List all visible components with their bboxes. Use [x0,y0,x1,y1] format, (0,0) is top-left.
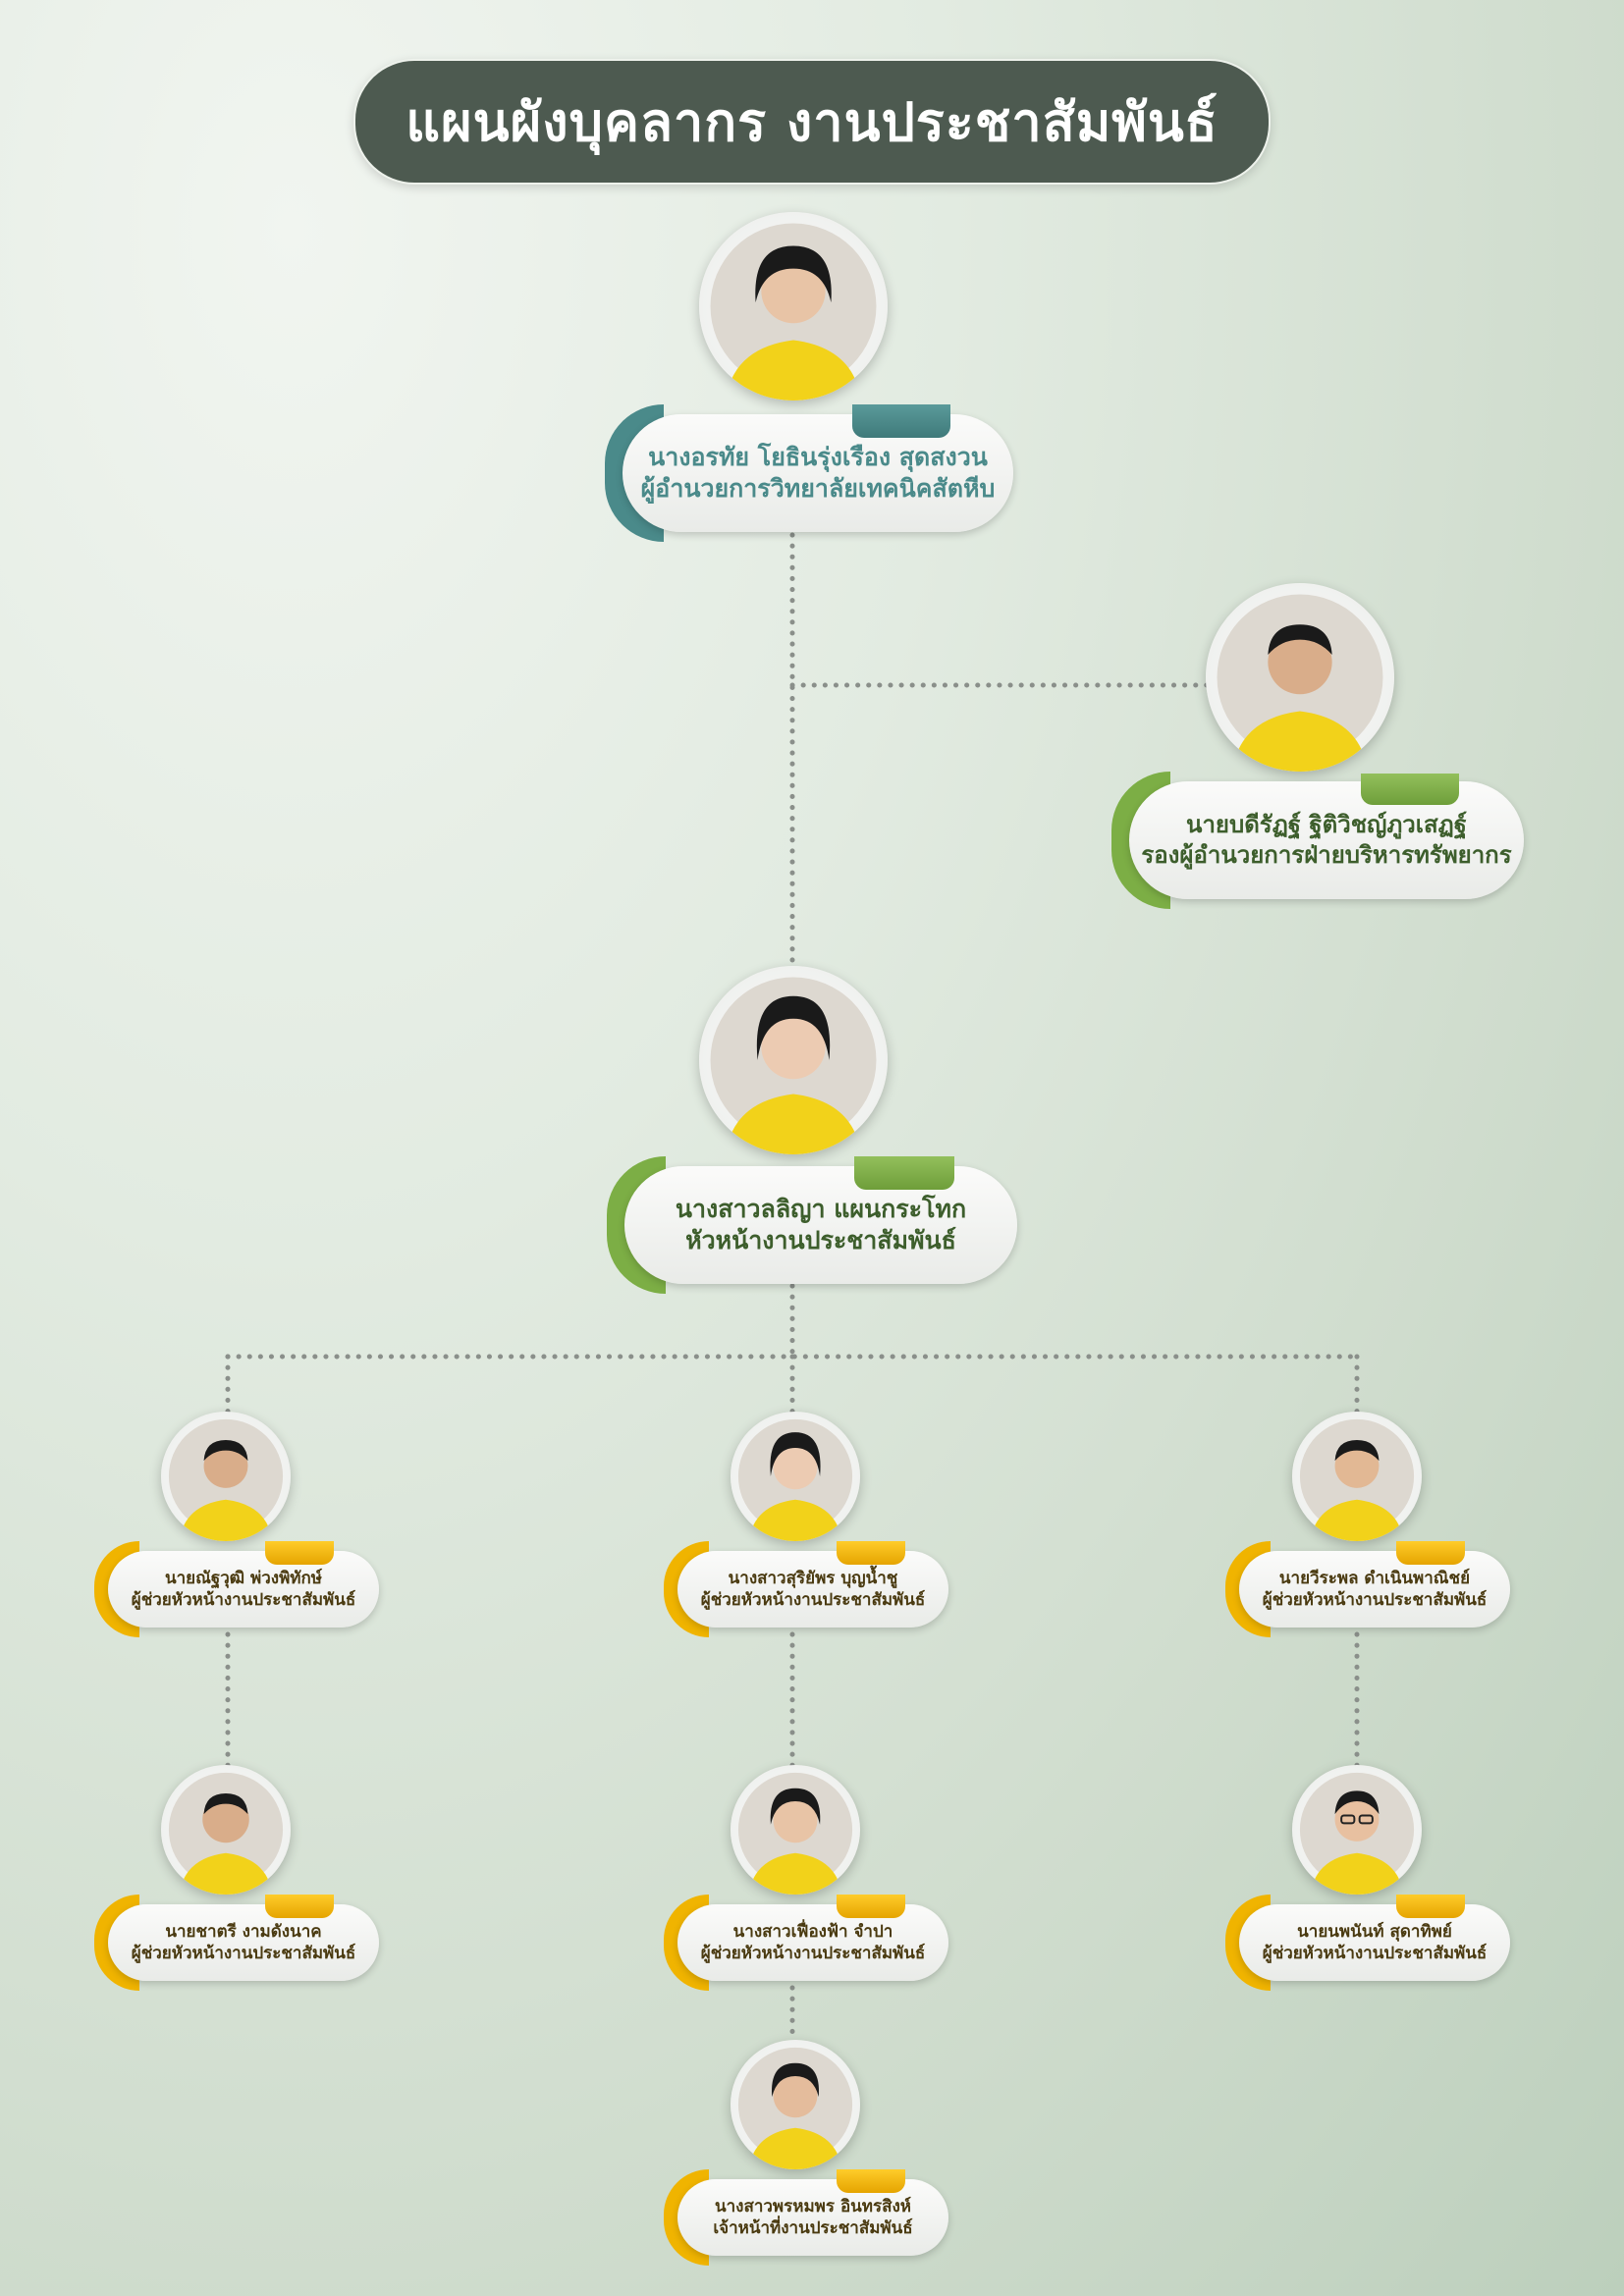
deputy-photo [1206,583,1394,772]
asst-mid-2-card: นางสาวเฟื่องฟ้า จำปา ผู้ช่วยหัวหน้างานปร… [664,1895,948,1991]
asst-right-1-pill: นายวีระพล ดำเนินพาณิชย์ ผู้ช่วยหัวหน้างา… [1239,1551,1510,1628]
asst-right-2-pill: นายนพนันท์ สุดาทิพย์ ผู้ช่วยหัวหน้างานปร… [1239,1904,1510,1981]
asst-right-1-tab [1396,1541,1465,1565]
asst-mid-2-tab [837,1895,905,1918]
asst-right-2-photo [1292,1765,1422,1895]
director-card-pill: นางอรทัย โยธินรุ่งเรือง สุดสงวน ผู้อำนวย… [623,414,1013,532]
officer-photo [731,2040,860,2169]
asst-left-2-tab [265,1895,334,1918]
asst-mid-1-tab [837,1541,905,1565]
director-photo [699,212,888,400]
asst-mid-1-name: นางสาวสุริยัพร บุญน้ำชู [728,1568,898,1588]
asst-mid-2-photo [731,1765,860,1895]
asst-right-1-photo [1292,1412,1422,1541]
asst-right-1-name: นายวีระพล ดำเนินพาณิชย์ [1278,1568,1471,1588]
deputy-card: นายบดีรัฏฐ์ ฐิติวิชญ์ภูวเสฏฐ์ รองผู้อำนว… [1111,772,1524,909]
asst-left-1-position: ผู้ช่วยหัวหน้างานประชาสัมพันธ์ [131,1590,356,1610]
asst-left-2-position: ผู้ช่วยหัวหน้างานประชาสัมพันธ์ [131,1944,356,1963]
asst-left-1-pill: นายณัฐวุฒิ พ่วงพิทักษ์ ผู้ช่วยหัวหน้างาน… [108,1551,379,1628]
asst-right-1-card: นายวีระพล ดำเนินพาณิชย์ ผู้ช่วยหัวหน้างา… [1225,1541,1510,1637]
director-card: นางอรทัย โยธินรุ่งเรือง สุดสงวน ผู้อำนวย… [605,404,1013,542]
asst-mid-1-photo [731,1412,860,1541]
asst-mid-2-position: ผู้ช่วยหัวหน้างานประชาสัมพันธ์ [700,1944,926,1963]
head-card-pill: นางสาวลลิญา แผนกระโทก หัวหน้างานประชาสัม… [624,1166,1017,1284]
page-title: แผนผังบุคลากร งานประชาสัมพันธ์ [353,59,1271,185]
deputy-card-pill: นายบดีรัฏฐ์ ฐิติวิชญ์ภูวเสฏฐ์ รองผู้อำนว… [1129,781,1524,899]
asst-left-2-name: นายชาตรี งามดังนาค [165,1921,322,1942]
director-position: ผู้อำนวยการวิทยาลัยเทคนิคสัตหีบ [640,474,996,503]
asst-mid-1-card: นางสาวสุริยัพร บุญน้ำชู ผู้ช่วยหัวหน้างา… [664,1541,948,1637]
asst-left-1-tab [265,1541,334,1565]
officer-position: เจ้าหน้าที่งานประชาสัมพันธ์ [713,2218,913,2238]
asst-mid-1-pill: นางสาวสุริยัพร บุญน้ำชู ผู้ช่วยหัวหน้างา… [677,1551,948,1628]
deputy-position: รองผู้อำนวยการฝ่ายบริหารทรัพยากร [1141,841,1512,869]
asst-left-1-card: นายณัฐวุฒิ พ่วงพิทักษ์ ผู้ช่วยหัวหน้างาน… [94,1541,379,1637]
director-name: นางอรทัย โยธินรุ่งเรือง สุดสงวน [648,442,988,471]
asst-left-1-photo [161,1412,291,1541]
asst-right-1-position: ผู้ช่วยหัวหน้างานประชาสัมพันธ์ [1262,1590,1488,1610]
head-name: นางสาวลลิญา แผนกระโทก [675,1194,967,1223]
deputy-name: นายบดีรัฏฐ์ ฐิติวิชญ์ภูวเสฏฐ์ [1186,810,1467,838]
head-card: นางสาวลลิญา แผนกระโทก หัวหน้างานประชาสัม… [607,1156,1017,1294]
asst-right-2-card: นายนพนันท์ สุดาทิพย์ ผู้ช่วยหัวหน้างานปร… [1225,1895,1510,1991]
asst-left-2-pill: นายชาตรี งามดังนาค ผู้ช่วยหัวหน้างานประช… [108,1904,379,1981]
asst-right-2-tab [1396,1895,1465,1918]
deputy-card-tab [1361,774,1459,805]
asst-mid-2-pill: นางสาวเฟื่องฟ้า จำปา ผู้ช่วยหัวหน้างานปร… [677,1904,948,1981]
head-card-tab [854,1156,954,1190]
asst-mid-2-name: นางสาวเฟื่องฟ้า จำปา [732,1921,893,1942]
asst-mid-1-position: ผู้ช่วยหัวหน้างานประชาสัมพันธ์ [700,1590,926,1610]
head-position: หัวหน้างานประชาสัมพันธ์ [685,1226,956,1255]
asst-left-1-name: นายณัฐวุฒิ พ่วงพิทักษ์ [164,1568,323,1588]
officer-name: นางสาวพรหมพร อินทรสิงห์ [715,2196,911,2216]
asst-left-2-card: นายชาตรี งามดังนาค ผู้ช่วยหัวหน้างานประช… [94,1895,379,1991]
officer-card: นางสาวพรหมพร อินทรสิงห์ เจ้าหน้าที่งานปร… [664,2169,948,2266]
director-card-tab [852,404,950,438]
officer-tab [837,2169,905,2193]
asst-left-2-photo [161,1765,291,1895]
officer-pill: นางสาวพรหมพร อินทรสิงห์ เจ้าหน้าที่งานปร… [677,2179,948,2256]
head-photo [699,966,888,1154]
asst-right-2-name: นายนพนันท์ สุดาทิพย์ [1297,1921,1452,1942]
asst-right-2-position: ผู้ช่วยหัวหน้างานประชาสัมพันธ์ [1262,1944,1488,1963]
